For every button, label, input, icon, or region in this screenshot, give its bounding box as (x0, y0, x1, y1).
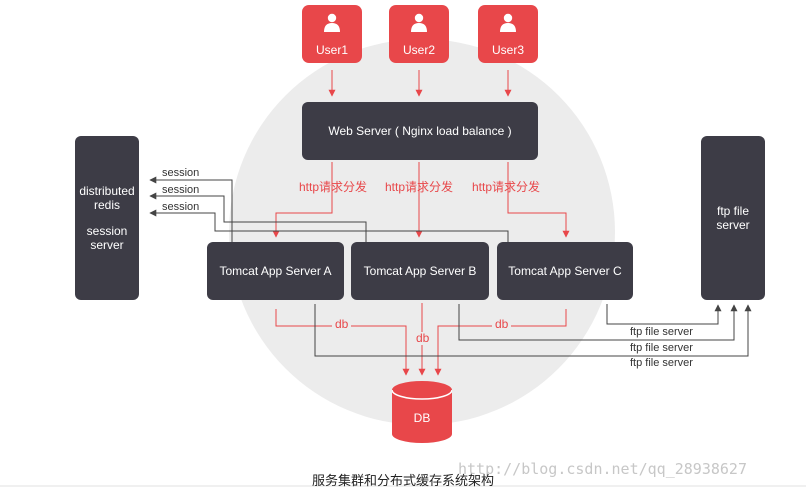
ftp-file-server-node: ftp file server (701, 136, 765, 300)
db-label-c: db (492, 318, 512, 331)
user-icon (324, 13, 340, 32)
ftp-link-b (458, 304, 738, 341)
web-to-appC-arrow (507, 162, 570, 238)
ftp-label-line1: ftp file (716, 204, 749, 218)
database-icon (391, 381, 453, 443)
http-label-c: http请求分发 (472, 180, 541, 194)
redis-label-line1: distributed (79, 184, 135, 198)
user1-label: User1 (315, 43, 348, 57)
user3-node: User3 (478, 5, 538, 63)
app-server-c-label: Tomcat App Server C (508, 264, 622, 278)
ftp-link-label-1: ftp file server (630, 326, 693, 338)
app-server-b-label: Tomcat App Server B (363, 264, 477, 278)
session-link-a (149, 176, 233, 242)
app-server-a-label: Tomcat App Server A (219, 264, 332, 278)
database-node: DB (391, 381, 453, 443)
db-label-b: db (414, 331, 432, 345)
tomcat-app-server-b: Tomcat App Server B (351, 242, 489, 300)
tomcat-app-server-c: Tomcat App Server C (497, 242, 633, 300)
web-to-appA-arrow (272, 162, 333, 238)
ftp-link-c (606, 304, 722, 325)
redis-label-line2: redis (93, 198, 120, 212)
ftp-link-label-2: ftp file server (630, 342, 693, 354)
session-label-3: session (162, 201, 200, 213)
session-link-c (149, 209, 509, 242)
ftp-link-a (314, 304, 752, 357)
ftp-label-line2: server (716, 218, 750, 232)
http-label-a: http请求分发 (299, 180, 368, 194)
user-icon (500, 13, 516, 32)
http-label-b: http请求分发 (385, 180, 454, 194)
web-server-node: Web Server ( Nginx load balance ) (302, 102, 538, 160)
database-label: DB (413, 411, 431, 425)
user-icon (411, 13, 427, 32)
redis-label-line3: session (86, 224, 128, 238)
user2-node: User2 (389, 5, 449, 63)
user2-label: User2 (402, 43, 435, 57)
tomcat-app-server-a: Tomcat App Server A (207, 242, 344, 300)
watermark: http://blog.csdn.net/qq_28938627 (458, 460, 747, 478)
web-server-label: Web Server ( Nginx load balance ) (328, 124, 512, 138)
user1-node: User1 (302, 5, 362, 63)
redis-label-line4: server (90, 238, 124, 252)
session-link-b (149, 192, 367, 242)
user3-label: User3 (491, 43, 524, 57)
db-label-a: db (332, 318, 352, 331)
redis-session-server-node: distributed redis session server (75, 136, 139, 300)
session-label-2: session (162, 184, 200, 196)
ftp-link-label-3: ftp file server (630, 357, 693, 369)
diagram-caption: 服务集群和分布式缓存系统架构 (311, 474, 494, 489)
session-label-1: session (162, 167, 200, 179)
